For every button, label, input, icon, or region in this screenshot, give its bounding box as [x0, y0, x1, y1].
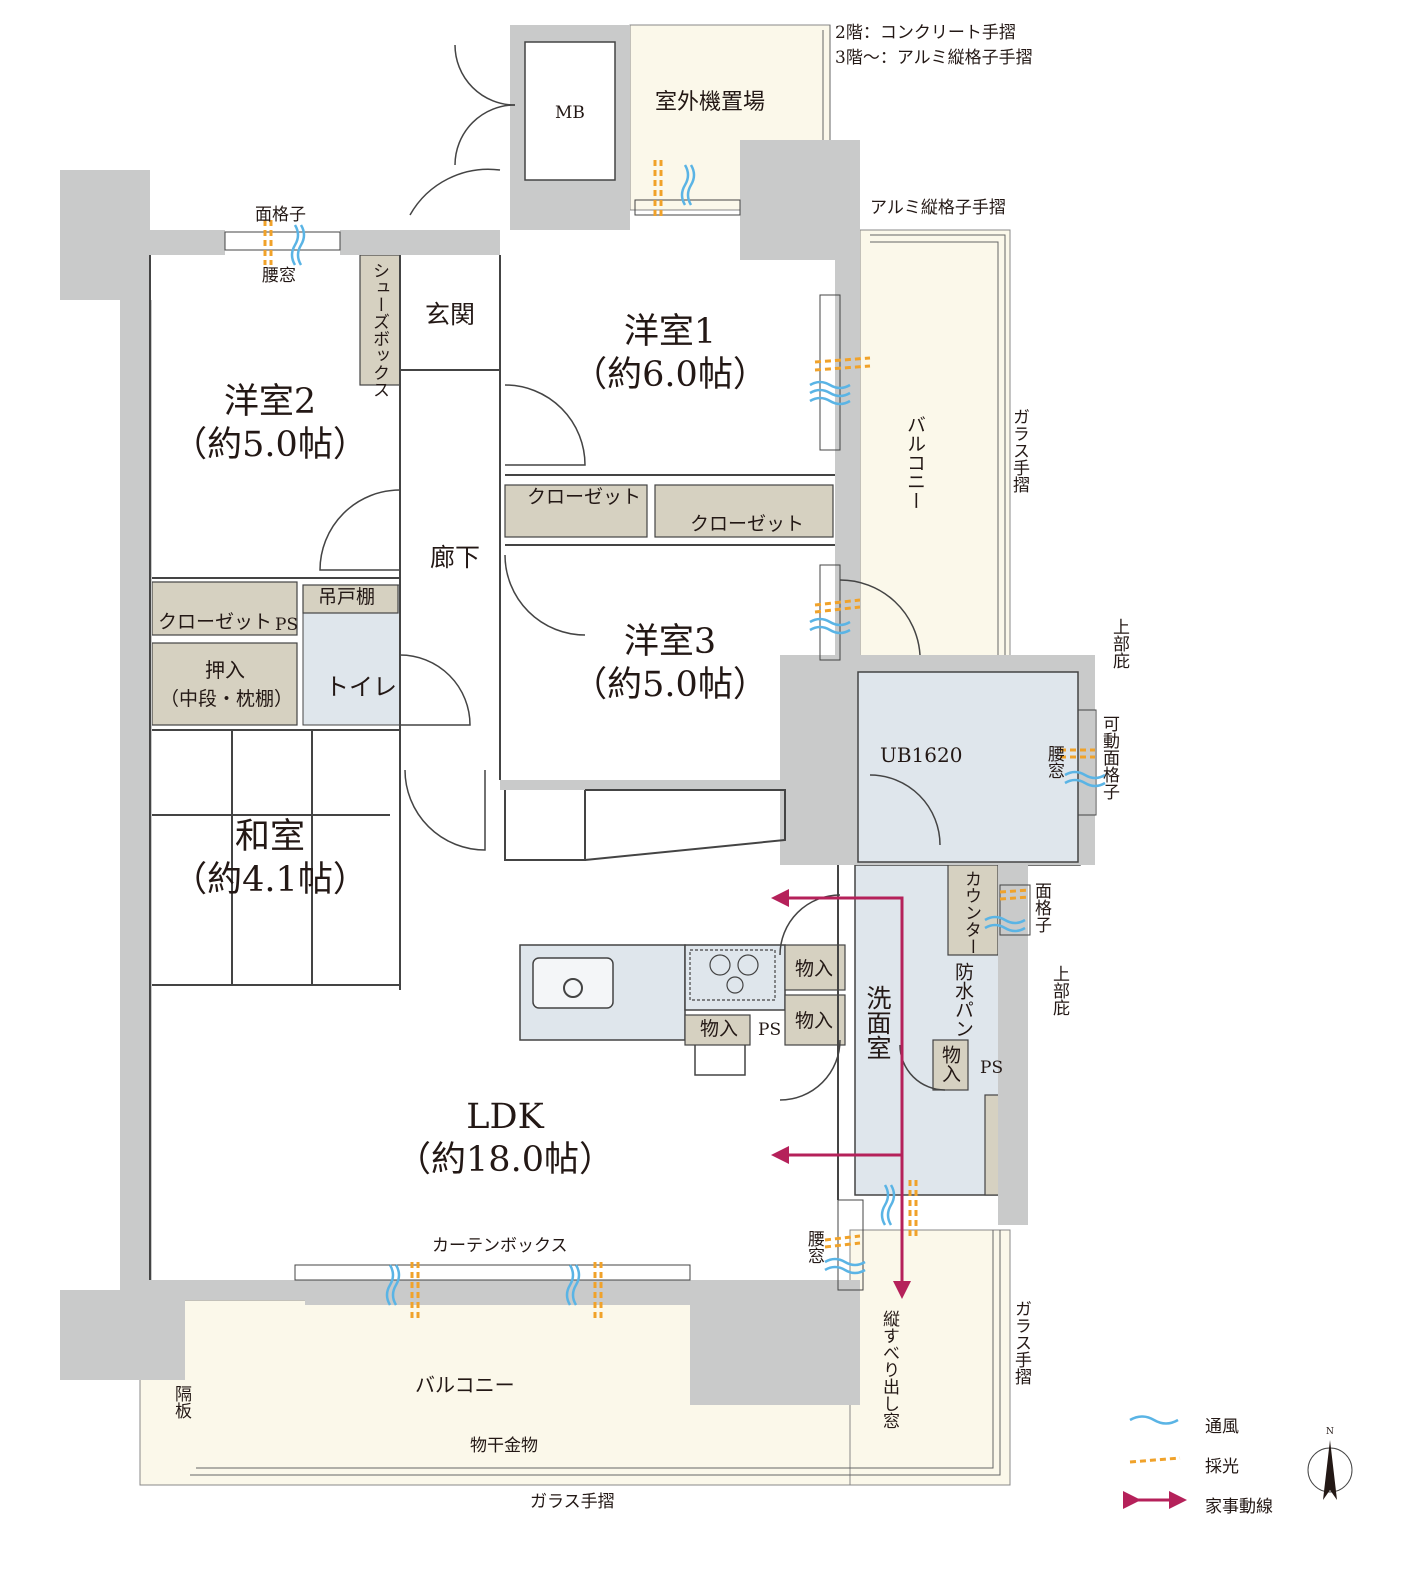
room1-label: 洋室1（約6.0帖）	[572, 315, 768, 393]
label-closet-2: クローゼット	[158, 611, 273, 633]
ldk-name: LDK	[466, 1097, 544, 1137]
lighting-marks	[263, 160, 1095, 1320]
partitions	[149, 255, 839, 1280]
note-handrail-3f: 3階～：アルミ縦格子手摺	[835, 48, 1033, 68]
label-closet-1a: クローゼット	[527, 486, 642, 508]
railings	[190, 25, 1006, 1476]
room3-name: 洋室3	[623, 622, 717, 662]
note-waist-window-top: 腰窓	[262, 266, 296, 286]
label-storage-k1: 物入	[795, 958, 834, 980]
legend-lighting-icon	[1129, 1456, 1181, 1464]
storage-units	[151, 254, 1001, 1196]
label-entrance: 玄関	[424, 300, 476, 329]
note-slide-window: 縦すべり出し窓	[879, 1310, 899, 1429]
note-face-grille-top: 面格子	[255, 205, 306, 225]
label-washroom: 洗面室	[863, 985, 892, 1060]
mb-interior	[524, 41, 616, 181]
room2-name: 洋室2	[223, 382, 317, 422]
compass-icon	[1307, 1440, 1353, 1500]
label-shoe-box: シューズボックス	[369, 262, 389, 398]
label-hallway: 廊下	[429, 543, 481, 572]
washitsu-name: 和室	[234, 817, 306, 857]
doors	[319, 44, 946, 1101]
note-face-grille-wash: 面格子	[1031, 882, 1051, 933]
note-glass-rail-east: ガラス手摺	[1009, 408, 1029, 493]
note-movable-grille: 可動面格子	[1099, 715, 1119, 800]
note-drying-hardware: 物干金物	[470, 1436, 538, 1456]
legend-lighting: 採光	[1205, 1457, 1239, 1477]
ldk-label: LDK（約18.0帖）	[396, 1100, 614, 1178]
note-upper-eave-1: 上部庇	[1109, 618, 1129, 669]
label-outdoor-unit: 室外機置場	[655, 90, 766, 115]
legend-housework-route: 家事動線	[1205, 1497, 1273, 1517]
balcony-southeast	[849, 1229, 1011, 1486]
ldk-area: （約18.0帖）	[396, 1140, 614, 1180]
room3-label: 洋室3（約5.0帖）	[572, 625, 768, 703]
compass-north: N	[1326, 1427, 1334, 1437]
sink-drain	[563, 978, 583, 998]
housework-route	[771, 889, 911, 1299]
room1-area: （約6.0帖）	[572, 355, 768, 395]
note-curtain-box: カーテンボックス	[432, 1236, 568, 1256]
label-toilet: トイレ	[325, 673, 397, 701]
ventilation-marks	[290, 164, 1106, 1306]
label-hanging-shelf: 吊戸棚	[318, 586, 376, 608]
label-storage-wash: 物入	[939, 1045, 961, 1083]
legend-ventilation-icon	[1129, 1415, 1179, 1425]
washitsu-label: 和室（約4.1帖）	[172, 820, 368, 898]
label-ps-kitchen: PS	[758, 1020, 782, 1040]
label-storage-k3: 物入	[700, 1018, 739, 1040]
note-waist-window-bath: 腰窓	[1044, 745, 1064, 779]
balcony-east	[859, 229, 1011, 661]
room2-area: （約5.0帖）	[172, 425, 368, 465]
label-mb: MB	[555, 103, 585, 123]
room-floor	[150, 255, 840, 1280]
label-counter: カウンター	[961, 870, 981, 955]
label-waterproof-pan: 防水パン	[952, 962, 974, 1038]
note-partition: 隔板	[171, 1385, 191, 1419]
label-ps-wash: PS	[980, 1058, 1004, 1078]
note-handrail-2f: 2階：コンクリート手摺	[835, 23, 1016, 43]
label-closet-1b: クローゼット	[690, 513, 805, 535]
room1-name: 洋室1	[623, 312, 717, 352]
label-balcony-south: バルコニー	[415, 1373, 515, 1397]
stove	[689, 949, 776, 1001]
label-storage-k2: 物入	[795, 1010, 834, 1032]
note-alum-rail: アルミ縦格子手摺	[870, 198, 1006, 218]
room3-area: （約5.0帖）	[572, 665, 768, 705]
label-oshiire-sub: （中段・枕棚）	[160, 688, 294, 710]
legend-ventilation: 通風	[1205, 1417, 1239, 1437]
label-ub: UB1620	[880, 743, 963, 767]
note-glass-rail-se: ガラス手摺	[1011, 1300, 1031, 1385]
note-upper-eave-2: 上部庇	[1049, 965, 1069, 1016]
room2-label: 洋室2（約5.0帖）	[172, 385, 368, 463]
label-balcony-east: バルコニー	[904, 415, 926, 510]
label-ps-1: PS	[275, 615, 299, 635]
kitchen-sink	[532, 957, 614, 1009]
note-glass-rail-south: ガラス手摺	[530, 1492, 615, 1512]
note-waist-window-ldk: 腰窓	[804, 1230, 824, 1264]
label-oshiire: 押入	[205, 658, 245, 682]
washitsu-area: （約4.1帖）	[172, 860, 368, 900]
